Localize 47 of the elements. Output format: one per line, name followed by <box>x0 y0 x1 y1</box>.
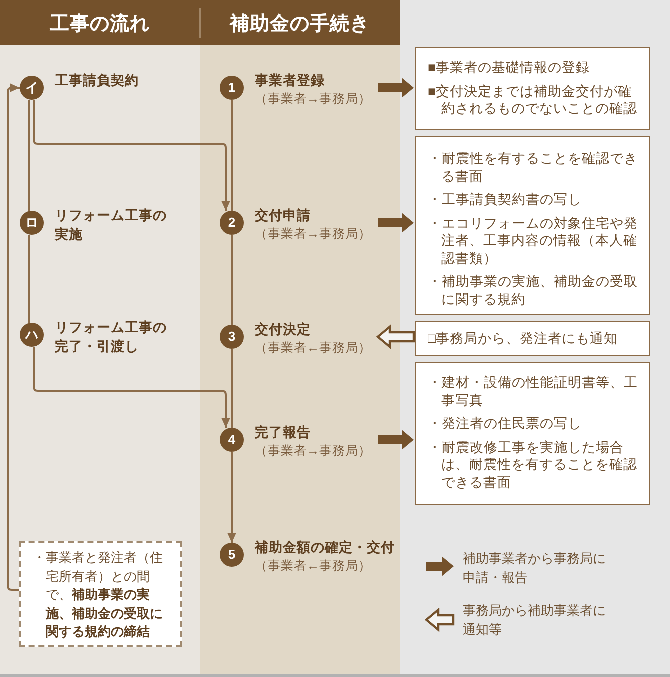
info-box <box>415 362 650 505</box>
connector-arrow <box>33 347 230 428</box>
column-heading: 工事の流れ <box>50 12 150 36</box>
step-label: 交付申請 <box>255 207 311 225</box>
connector-arrow <box>228 452 236 543</box>
legend-label: 補助事業者から事務局に申請・報告 <box>463 550 607 587</box>
column-heading: 補助金の手続き <box>230 12 370 36</box>
block-arrow <box>378 78 414 98</box>
list-item: ・補助事業の実施、補助金の受取に関する規約 <box>428 273 639 308</box>
info-box <box>415 321 650 356</box>
block-arrow <box>378 213 414 233</box>
list-item: ■事業者の基礎情報の登録 <box>428 59 590 76</box>
connector-arrow <box>7 84 20 591</box>
connector-line <box>28 235 30 323</box>
list-item: ・発注者の住民票の写し <box>428 415 582 432</box>
connector-line <box>231 100 233 211</box>
legend-label: 事務局から補助事業者に通知等 <box>463 602 607 639</box>
info-box <box>415 136 650 315</box>
info-box <box>415 47 650 130</box>
list-item: ・工事請負契約書の写し <box>428 191 582 208</box>
step-label: 事業者登録 <box>255 72 325 90</box>
block-arrow <box>378 430 414 450</box>
list-item: ・耐震性を有することを確認できる書面 <box>428 150 639 185</box>
note-box <box>19 541 182 647</box>
step-sublabel: （事業者←事務局） <box>255 340 372 357</box>
step-sublabel: （事業者←事務局） <box>255 558 372 575</box>
step-label: リフォーム工事の完了・引渡し <box>55 319 168 356</box>
step-sublabel: （事業者→事務局） <box>255 226 372 243</box>
note-text: ・事業者と発注者（住宅所有者）との間で、補助事業の実施、補助金の受取に関する規約の締結 <box>33 549 164 641</box>
connector-line <box>231 349 233 428</box>
list-item: ・エコリフォームの対象住宅や発注者、工事内容の情報（本人確認書類） <box>428 214 639 267</box>
step-sublabel: （事業者→事務局） <box>255 91 372 108</box>
step-label: 交付決定 <box>255 321 311 339</box>
connector-arrow <box>33 100 230 211</box>
connector-line <box>231 235 233 325</box>
step-label: 完了報告 <box>255 424 311 442</box>
list-item: □事務局から、発注者にも通知 <box>428 330 618 348</box>
list-item: ■交付決定までは補助金交付が確約されるものでないことの確認 <box>428 82 638 118</box>
header-band <box>0 0 400 45</box>
step-label: リフォーム工事の実施 <box>55 207 168 244</box>
step-label: 工事請負契約 <box>55 72 139 90</box>
list-item: ・耐震改修工事を実施した場合は、耐震性を有することを確認できる書面 <box>428 438 638 491</box>
step-sublabel: （事業者→事務局） <box>255 443 372 460</box>
step-label: 補助金額の確定・交付 <box>255 539 395 557</box>
list-item: ・建材・設備の性能証明書等、工事写真 <box>428 374 639 409</box>
hollow-block-arrow <box>376 324 416 350</box>
connector-line <box>28 100 30 211</box>
